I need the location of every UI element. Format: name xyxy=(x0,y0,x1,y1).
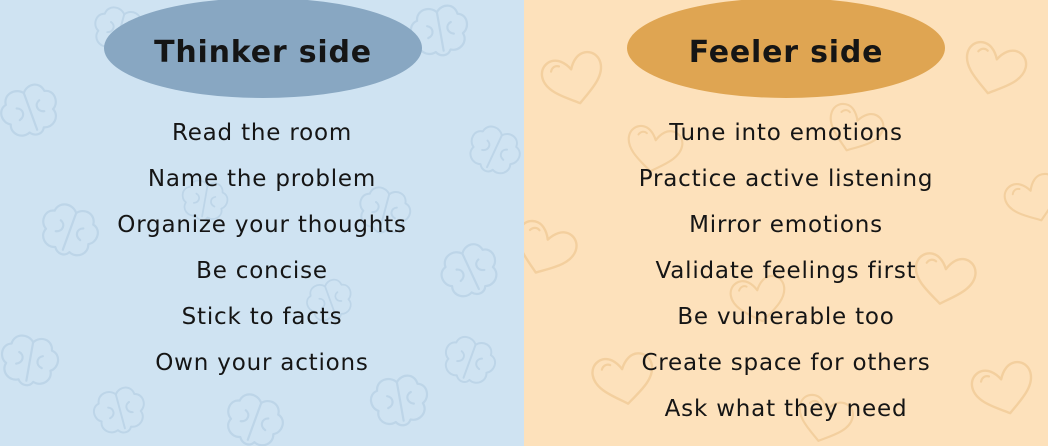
brain-pattern-icon xyxy=(88,382,152,440)
feeler-tip: Mirror emotions xyxy=(689,212,883,238)
feeler-tip: Ask what they need xyxy=(664,396,908,422)
thinker-title-pill: Thinker side xyxy=(104,0,422,98)
thinker-tip: Be concise xyxy=(196,258,328,284)
feeler-tip: Practice active listening xyxy=(638,166,934,192)
feeler-title: Feeler side xyxy=(688,34,884,70)
feeler-tip: Be vulnerable too xyxy=(677,304,895,330)
thinker-tips-list: Read the room Name the problem Organize … xyxy=(0,113,524,389)
brain-pattern-icon xyxy=(218,387,291,446)
feeler-panel: Feeler side Tune into emotions Practice … xyxy=(524,0,1048,446)
thinker-tip: Organize your thoughts xyxy=(117,212,407,238)
feeler-tip: Tune into emotions xyxy=(669,120,903,146)
feeler-tips-list: Tune into emotions Practice active liste… xyxy=(524,113,1048,435)
feeler-tip: Create space for others xyxy=(641,350,931,376)
thinker-panel: Thinker side Read the room Name the prob… xyxy=(0,0,524,446)
feeler-tip: Validate feelings first xyxy=(655,258,917,284)
thinker-tip: Stick to facts xyxy=(181,304,343,330)
feeler-title-pill: Feeler side xyxy=(627,0,945,98)
heart-pattern-icon xyxy=(957,37,1031,103)
thinker-tip: Own your actions xyxy=(155,350,369,376)
thinker-title: Thinker side xyxy=(154,34,372,70)
heart-pattern-icon xyxy=(537,47,611,113)
thinker-tip: Read the room xyxy=(171,120,353,146)
thinker-tip: Name the problem xyxy=(147,166,377,192)
